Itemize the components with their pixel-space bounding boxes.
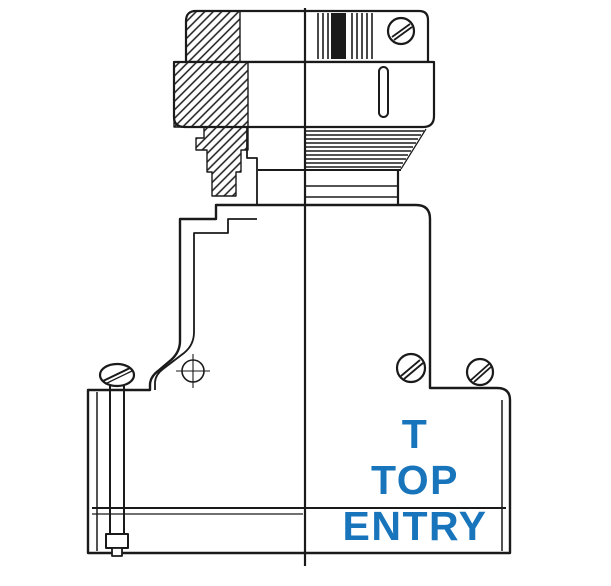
annotation-line-3: ENTRY: [343, 503, 488, 549]
jackscrew-foot: [105, 533, 129, 549]
annotation-line-2: TOP: [371, 457, 459, 503]
screw-slot-line: [400, 359, 421, 377]
cavity-left-steps: [246, 127, 258, 205]
nut-skirt-section-hatch: [195, 126, 249, 197]
collar: [258, 169, 401, 205]
cap-screw: [386, 16, 416, 46]
coupling-ring-section-hatch: [173, 61, 249, 128]
right-screw-outer: [465, 357, 495, 387]
coupling-cap-section-hatch: [185, 10, 241, 63]
screw-slot-line: [470, 363, 490, 381]
jackscrew-slot-line: [102, 367, 131, 382]
inner-left-profile: [154, 218, 257, 390]
bellows-taper-edge: [400, 128, 427, 170]
screw-slot-line: [403, 362, 424, 380]
cap-screw-slot-line: [393, 26, 413, 41]
bellows-lines: [306, 128, 427, 170]
screw-slot-line: [473, 365, 493, 383]
left-jackscrew: [98, 362, 136, 557]
ring-slot: [378, 66, 389, 118]
annotation-top-entry: T TOP ENTRY: [343, 411, 488, 549]
right-screw-inner: [395, 352, 427, 384]
jackscrew-slot-line: [104, 370, 133, 385]
cap-screw-slot-line: [391, 23, 411, 38]
jackscrew-tip: [111, 547, 123, 557]
knurl-dark-block: [331, 13, 346, 59]
datum-crosshair: [176, 354, 210, 388]
drawing-lines: [86, 8, 512, 566]
annotation-line-1: T: [402, 411, 429, 457]
knurl-lines: [317, 13, 373, 59]
